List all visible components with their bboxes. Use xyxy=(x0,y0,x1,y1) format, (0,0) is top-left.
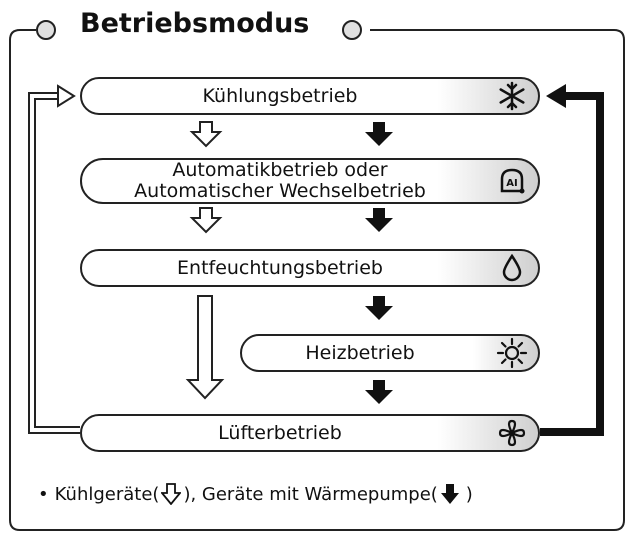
solid-arrow-3 xyxy=(365,296,393,320)
hollow-arrow-long xyxy=(185,295,225,400)
solid-arrow-4 xyxy=(365,380,393,404)
solid-arrow-2 xyxy=(365,208,393,232)
solid-arrow-1 xyxy=(365,122,393,146)
legend-bullet: • xyxy=(38,483,49,505)
water-drop-icon xyxy=(502,253,522,282)
legend-close-2: ) xyxy=(465,483,473,505)
auto-ai-icon: AI xyxy=(500,168,525,194)
legend-cooling-label: Kühlgeräte( xyxy=(54,483,160,505)
hollow-arrow-legend-icon xyxy=(161,483,182,505)
mode-fan-label: Lüfterbetrieb xyxy=(218,421,342,444)
mode-dehumidify-label: Entfeuchtungsbetrieb xyxy=(177,256,383,279)
legend-heatpump-label: Geräte mit Wärmepumpe( xyxy=(196,483,438,505)
mode-heating-label: Heizbetrieb xyxy=(305,341,415,364)
mode-heating: Heizbetrieb xyxy=(240,334,540,372)
fan-icon xyxy=(498,419,526,447)
sun-icon xyxy=(496,337,528,369)
mode-fan: Lüfterbetrieb xyxy=(80,414,540,452)
mode-dehumidify: Entfeuchtungsbetrieb xyxy=(80,249,540,287)
mode-cooling-label: Kühlungsbetrieb xyxy=(202,84,358,107)
legend: • Kühlgeräte( ), Geräte mit Wärmepumpe( … xyxy=(38,483,473,505)
mode-auto: Automatikbetrieb oder Automatischer Wech… xyxy=(80,158,540,204)
mode-cooling: Kühlungsbetrieb xyxy=(80,77,540,115)
hollow-arrow-1 xyxy=(189,121,223,148)
diagram-title: Betriebsmodus xyxy=(80,8,310,39)
solid-arrow-legend-icon xyxy=(440,484,459,504)
mode-auto-label: Automatikbetrieb oder Automatischer Wech… xyxy=(134,159,426,202)
legend-close-1: ), xyxy=(183,483,197,505)
svg-text:AI: AI xyxy=(506,178,517,189)
hollow-arrow-2 xyxy=(189,207,223,234)
snowflake-icon xyxy=(499,81,525,111)
